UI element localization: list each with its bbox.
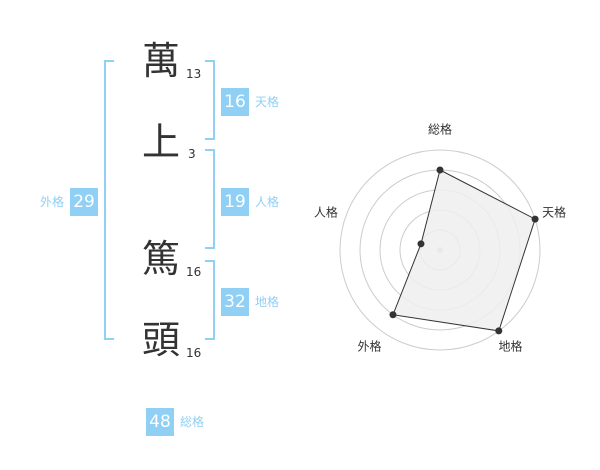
name-char-4: 頭 [141, 318, 180, 362]
jinkaku-score: 19 人格 [221, 188, 279, 216]
radar-ring-5 [339, 149, 541, 351]
soukaku-label: 総格 [180, 415, 205, 429]
radar-point-総格 [436, 166, 444, 174]
soukaku-value: 48 [146, 408, 174, 436]
tenkaku-bracket [205, 60, 215, 140]
tenkaku-label: 天格 [255, 95, 280, 109]
radar-point-天格 [531, 215, 539, 223]
radar-polygon [392, 169, 536, 332]
chikaku-bracket [205, 260, 215, 340]
name-char-3: 篤 [141, 237, 180, 281]
gaikaku-value: 29 [70, 188, 99, 216]
jinkaku-label: 人格 [255, 195, 280, 209]
radar-point-外格 [389, 311, 397, 319]
radar-polygon-group [392, 169, 536, 332]
chikaku-value: 32 [221, 288, 249, 316]
gaikaku-label: 外格 [40, 195, 65, 209]
radar-axis-label-4: 人格 [314, 204, 338, 219]
radar-point-地格 [495, 327, 503, 335]
gaikaku-score: 外格 29 [40, 188, 99, 216]
gaikaku-bracket [104, 60, 114, 340]
soukaku-score: 48 総格 [146, 408, 204, 436]
chikaku-score: 32 地格 [221, 288, 279, 316]
name-char-1: 萬 [141, 39, 180, 83]
name-char-2: 上 [141, 120, 180, 164]
radar-point-人格 [417, 240, 425, 248]
tenkaku-value: 16 [221, 88, 249, 116]
stroke-count-3: 16 [186, 265, 202, 279]
stroke-count-4: 16 [186, 346, 202, 360]
chikaku-label: 地格 [255, 295, 280, 309]
radar-axis-label-0: 総格 [428, 122, 452, 137]
radar-axis-label-2: 地格 [498, 339, 522, 354]
tenkaku-score: 16 天格 [221, 88, 279, 116]
jinkaku-bracket [205, 149, 215, 249]
jinkaku-value: 19 [221, 188, 249, 216]
stroke-count-2: 3 [188, 147, 196, 161]
radar-points [389, 166, 539, 335]
stroke-count-1: 13 [186, 67, 202, 81]
radar-axis-label-1: 天格 [542, 204, 566, 219]
radar-axis-label-3: 外格 [357, 339, 381, 354]
